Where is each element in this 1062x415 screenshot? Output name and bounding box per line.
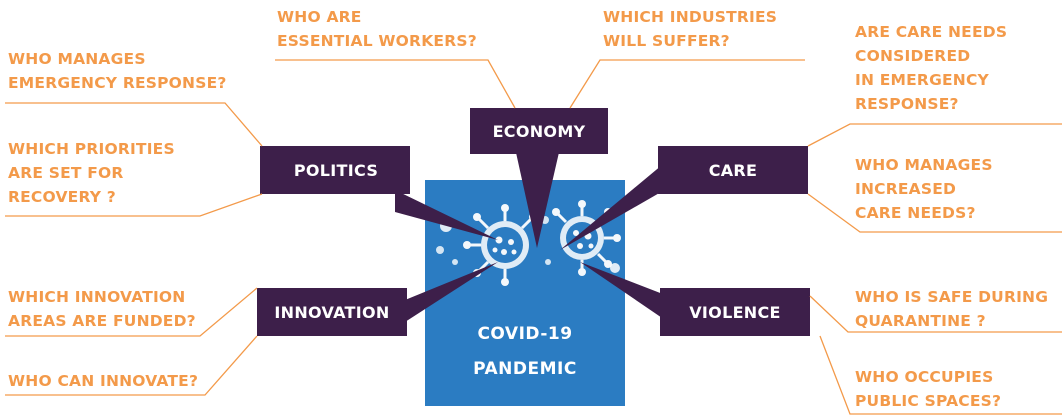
question-industries: WHICH INDUSTRIES WILL SUFFER? bbox=[603, 8, 783, 50]
leader-innovate bbox=[5, 335, 258, 396]
theme-pointers bbox=[395, 148, 668, 322]
theme-care: CARE bbox=[658, 146, 808, 194]
leader-care-increased bbox=[807, 193, 1062, 233]
question-care-considered: ARE CARE NEEDS CONSIDERED IN EMERGENCY R… bbox=[855, 23, 1013, 113]
leader-industries bbox=[569, 59, 805, 109]
theme-box bbox=[658, 146, 808, 194]
care-pointer bbox=[560, 160, 668, 250]
theme-label: INNOVATION bbox=[274, 303, 389, 322]
center-panel: COVID-19 PANDEMIC bbox=[425, 180, 625, 406]
theme-label: ECONOMY bbox=[493, 122, 586, 141]
theme-label: POLITICS bbox=[294, 161, 378, 180]
leader-priorities bbox=[5, 193, 263, 217]
theme-violence: VIOLENCE bbox=[660, 288, 810, 336]
leader-safe bbox=[809, 295, 1062, 333]
question-safe: WHO IS SAFE DURING QUARANTINE ? bbox=[855, 288, 1054, 330]
questions: WHO ARE ESSENTIAL WORKERS? WHICH INDUSTR… bbox=[8, 8, 1054, 410]
theme-economy: ECONOMY bbox=[470, 108, 608, 154]
center-title-line2: PANDEMIC bbox=[473, 359, 577, 379]
violence-pointer bbox=[580, 262, 668, 322]
theme-box bbox=[257, 288, 407, 336]
theme-box bbox=[660, 288, 810, 336]
question-emergency: WHO MANAGES EMERGENCY RESPONSE? bbox=[8, 50, 227, 92]
economy-pointer bbox=[515, 148, 560, 248]
leader-innovation-areas bbox=[5, 287, 258, 337]
politics-pointer bbox=[395, 190, 498, 240]
center-title-line1: COVID-19 bbox=[477, 324, 572, 344]
question-innovation-areas: WHICH INNOVATION AREAS ARE FUNDED? bbox=[8, 288, 196, 330]
theme-box bbox=[470, 108, 608, 154]
question-spaces: WHO OCCUPIES PUBLIC SPACES? bbox=[855, 368, 1001, 410]
theme-label: VIOLENCE bbox=[689, 303, 781, 322]
theme-politics: POLITICS bbox=[260, 146, 410, 194]
leader-emergency bbox=[5, 102, 263, 147]
virus-icon bbox=[436, 200, 621, 286]
question-innovate: WHO CAN INNOVATE? bbox=[8, 372, 198, 390]
leader-essential bbox=[275, 59, 516, 109]
innovation-pointer bbox=[405, 262, 498, 322]
question-priorities: WHICH PRIORITIES ARE SET FOR RECOVERY ? bbox=[8, 140, 180, 206]
leader-lines bbox=[5, 59, 1062, 415]
leader-spaces bbox=[819, 335, 1062, 415]
center-background bbox=[425, 180, 625, 406]
question-care-increased: WHO MANAGES INCREASED CARE NEEDS? bbox=[855, 156, 998, 222]
leader-care-considered bbox=[807, 123, 1062, 147]
theme-innovation: INNOVATION bbox=[257, 288, 407, 336]
theme-box bbox=[260, 146, 410, 194]
theme-label: CARE bbox=[709, 161, 758, 180]
question-essential: WHO ARE ESSENTIAL WORKERS? bbox=[277, 8, 477, 50]
